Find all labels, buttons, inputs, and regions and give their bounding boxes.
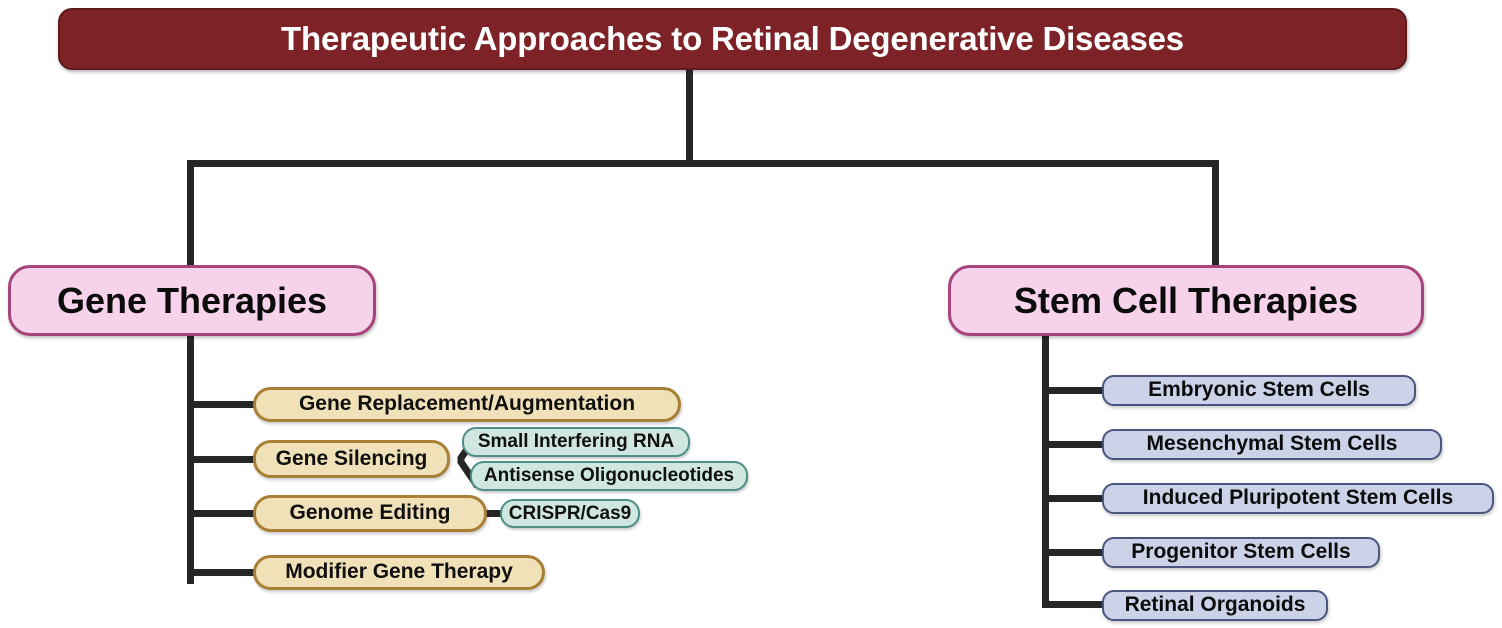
connector-stub-genome-editing	[187, 510, 257, 517]
node-small-interfering-rna[interactable]: Small Interfering RNA	[462, 427, 690, 457]
node-modifier-gene-therapy[interactable]: Modifier Gene Therapy	[253, 555, 545, 590]
node-antisense-oligonucleotides[interactable]: Antisense Oligonucleotides	[470, 461, 748, 491]
connector-title-stem	[686, 70, 693, 165]
node-progenitor-stem-cells[interactable]: Progenitor Stem Cells	[1102, 537, 1380, 568]
connector-stub-modifier-gene	[187, 569, 257, 576]
connector-drop-stem-cell-therapies	[1212, 160, 1219, 268]
node-retinal-organoids[interactable]: Retinal Organoids	[1102, 590, 1328, 621]
connector-stub-organoids	[1042, 601, 1108, 608]
connector-stub-mesenchymal	[1042, 441, 1108, 448]
connector-stub-gene-replacement	[187, 401, 257, 408]
node-mesenchymal-stem-cells[interactable]: Mesenchymal Stem Cells	[1102, 429, 1442, 460]
node-gene-replacement-augmentation[interactable]: Gene Replacement/Augmentation	[253, 387, 681, 422]
connector-drop-gene-therapies	[187, 160, 194, 268]
diagram-title: Therapeutic Approaches to Retinal Degene…	[58, 8, 1407, 70]
node-embryonic-stem-cells[interactable]: Embryonic Stem Cells	[1102, 375, 1416, 406]
connector-stub-embryonic	[1042, 387, 1108, 394]
node-gene-silencing[interactable]: Gene Silencing	[253, 440, 450, 478]
node-crispr-cas9[interactable]: CRISPR/Cas9	[500, 499, 640, 528]
node-genome-editing[interactable]: Genome Editing	[253, 495, 487, 532]
connector-stub-gene-silencing	[187, 456, 257, 463]
connector-stem-trunk	[1042, 336, 1049, 608]
node-gene-therapies[interactable]: Gene Therapies	[8, 265, 376, 336]
connector-stub-ipsc	[1042, 495, 1108, 502]
node-induced-pluripotent-stem-cells[interactable]: Induced Pluripotent Stem Cells	[1102, 483, 1494, 514]
node-stem-cell-therapies[interactable]: Stem Cell Therapies	[948, 265, 1424, 336]
connector-genome-editing-crispr	[484, 510, 506, 517]
connector-top-bus	[187, 160, 1219, 167]
connector-stub-progenitor	[1042, 549, 1108, 556]
